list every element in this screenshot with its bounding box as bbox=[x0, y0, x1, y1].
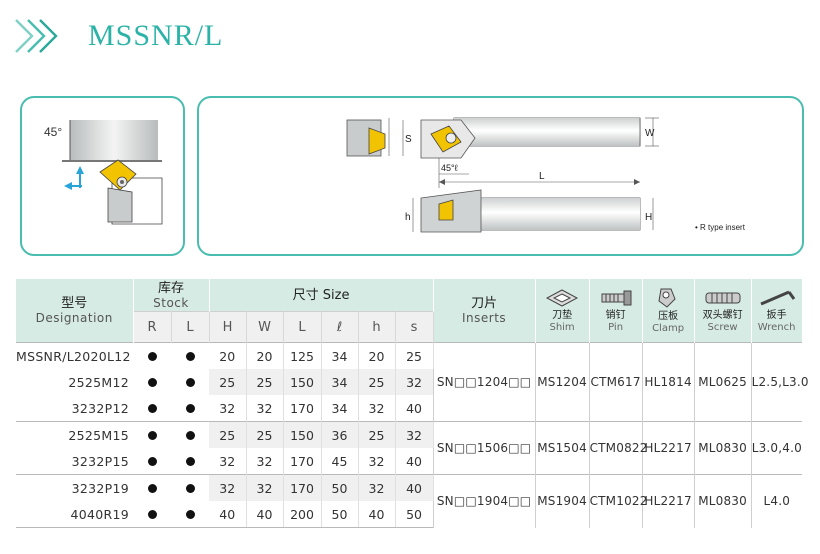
stock-l-dot bbox=[171, 474, 209, 501]
stock-l-dot bbox=[171, 501, 209, 528]
pin-cell: CTM0822 bbox=[588, 421, 647, 475]
stock-r-dot bbox=[133, 474, 171, 501]
stock-r-header: R bbox=[133, 311, 172, 343]
size-col-h: H bbox=[209, 311, 247, 343]
r-type-note: • R type insert bbox=[695, 223, 746, 232]
page-title: MSSNR/L bbox=[88, 19, 224, 52]
size-col-h-small: h bbox=[358, 311, 396, 343]
stock-r-dot bbox=[133, 501, 171, 528]
stock-l-dot bbox=[171, 369, 209, 395]
dim-l-label: L bbox=[539, 171, 545, 182]
clamp-cell: HL1814 bbox=[641, 342, 695, 422]
wrench-cell: L2.5,L3.0 bbox=[750, 342, 809, 422]
pin-cell: CTM1022 bbox=[588, 474, 647, 528]
clamp-cell: HL2217 bbox=[641, 474, 695, 528]
dim-h-big-label: H bbox=[645, 212, 652, 223]
pin-icon bbox=[601, 290, 632, 305]
angle-label: 45° bbox=[44, 125, 62, 139]
size-col-ell: ℓ bbox=[321, 311, 359, 343]
dim-h-small-label: h bbox=[405, 212, 411, 223]
table-row: 3232P19 32 32 170 50 32 40 SN□□1904□□ MS… bbox=[16, 474, 803, 528]
dim-w-label: W bbox=[645, 128, 655, 139]
size-col-l: L bbox=[283, 311, 322, 343]
dim-45l-label: 45°ℓ bbox=[441, 163, 459, 173]
table-row: 3232P15 32 32 170 45 32 40 bbox=[16, 448, 802, 475]
angle-diagram: 45° bbox=[44, 120, 163, 225]
stock-l-header: L bbox=[171, 311, 210, 343]
stock-r-dot bbox=[133, 448, 171, 475]
angle-diagram-panel: 45° bbox=[20, 96, 185, 256]
designation-header: 型号 Designation bbox=[16, 279, 134, 343]
table-row: MSSNR/L2020L12 20 20 125 34 20 25 SN□□12… bbox=[16, 342, 809, 422]
spec-table: 型号 Designation 库存 Stock 尺寸 Size 刀片 Inser… bbox=[16, 279, 809, 528]
shim-header: 刀垫 Shim bbox=[535, 279, 590, 343]
stock-r-dot bbox=[133, 342, 171, 369]
size-header: 尺寸 Size bbox=[209, 279, 434, 312]
stock-l-dot bbox=[171, 395, 209, 422]
wrench-icon bbox=[759, 290, 795, 305]
wrench-cell: L3.0,4.0 bbox=[750, 421, 803, 475]
stock-r-dot bbox=[133, 421, 171, 448]
table-row: 3232P12 32 32 170 34 32 40 bbox=[16, 395, 802, 422]
insert-cell: SN□□1204□□ bbox=[432, 342, 536, 422]
shim-cell: MS1904 bbox=[534, 474, 590, 528]
chevron-right-icon bbox=[15, 19, 58, 53]
size-col-w: W bbox=[246, 311, 284, 343]
tool-dimension-panel: S W 45°ℓ L h H • R bbox=[197, 96, 804, 256]
shim-icon bbox=[546, 288, 579, 307]
shim-cell: MS1504 bbox=[534, 421, 590, 475]
inserts-header: 刀片 Inserts bbox=[433, 279, 536, 343]
wrench-header: 扳手 Wrench bbox=[751, 279, 803, 343]
stock-l-dot bbox=[171, 421, 209, 448]
table-row: 4040R19 40 40 200 50 40 50 bbox=[16, 501, 802, 528]
pin-cell: CTM617 bbox=[588, 342, 643, 422]
clamp-cell: HL2217 bbox=[641, 421, 695, 475]
insert-cell: SN□□1506□□ bbox=[432, 421, 536, 475]
stock-r-dot bbox=[133, 395, 171, 422]
table-row: 2525M15 25 25 150 36 25 32 SN□□1506□□ MS… bbox=[16, 421, 803, 475]
stock-l-dot bbox=[171, 342, 209, 369]
insert-cell: SN□□1904□□ bbox=[432, 474, 536, 528]
screw-icon bbox=[705, 292, 741, 303]
pin-header: 销钉 Pin bbox=[589, 279, 643, 343]
table-row: 2525M12 25 25 150 34 25 32 bbox=[16, 369, 802, 395]
tool-dimension-diagram: S W 45°ℓ L h H • R bbox=[346, 117, 746, 233]
wrench-cell: L4.0 bbox=[750, 474, 803, 528]
shim-cell: MS1204 bbox=[534, 342, 590, 422]
stock-l-dot bbox=[171, 448, 209, 475]
clamp-header: 压板 Clamp bbox=[642, 279, 695, 343]
size-col-s: s bbox=[395, 311, 434, 343]
page-header: MSSNR/L bbox=[14, 14, 223, 58]
clamp-icon bbox=[658, 288, 676, 308]
stock-header: 库存 Stock bbox=[133, 279, 210, 312]
screw-cell: ML0830 bbox=[693, 474, 752, 528]
screw-header: 双头螺钉 Screw bbox=[694, 279, 752, 343]
stock-r-dot bbox=[133, 369, 171, 395]
dim-s-label: S bbox=[405, 134, 412, 145]
screw-cell: ML0625 bbox=[693, 342, 752, 422]
screw-cell: ML0830 bbox=[693, 421, 752, 475]
